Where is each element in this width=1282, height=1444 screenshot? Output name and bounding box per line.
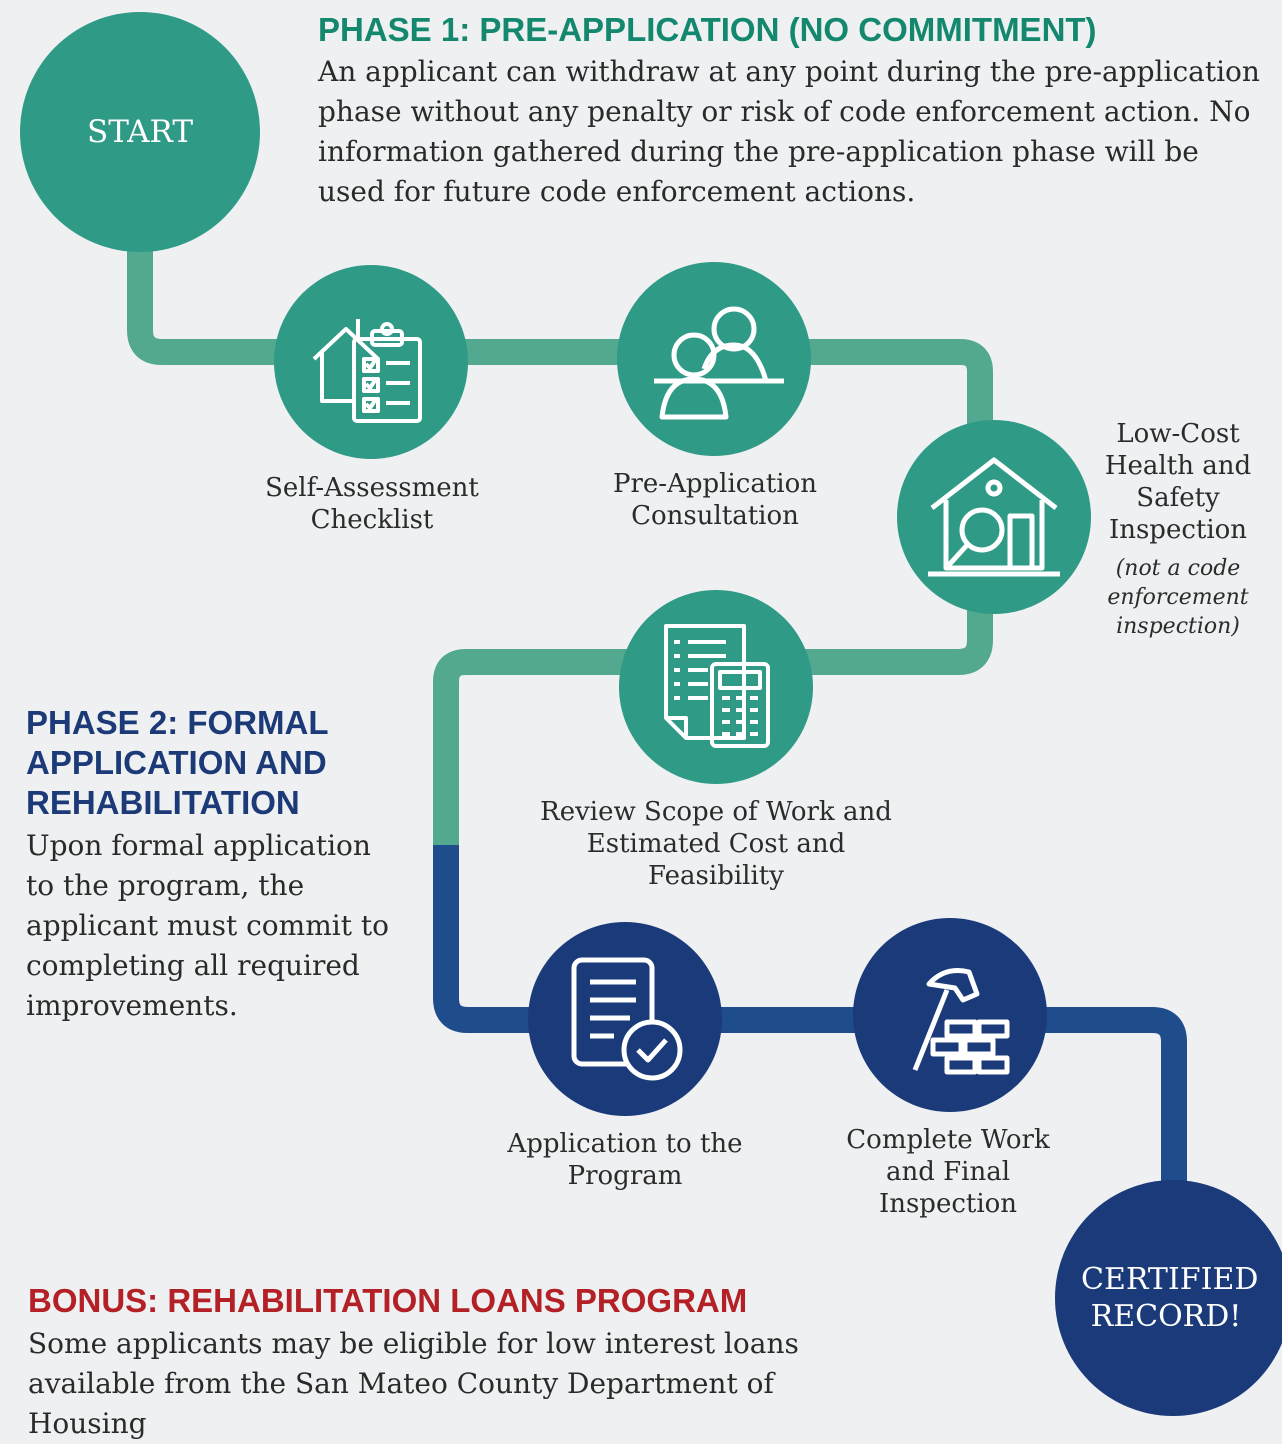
people-icon bbox=[654, 306, 784, 420]
house-magnifier-icon bbox=[928, 457, 1060, 577]
phase1-title: PHASE 1: PRE-APPLICATION (NO COMMITMENT) bbox=[318, 11, 1097, 48]
bonus-body: Some applicants may be eligible for low … bbox=[28, 1327, 799, 1440]
step-self-assessment-label: Self-Assessment Checklist bbox=[265, 473, 479, 535]
step-application-circle bbox=[528, 922, 722, 1116]
step-pre-application-label: Pre-Application Consultation bbox=[612, 469, 817, 531]
bonus-title: BONUS: REHABILITATION LOANS PROGRAM bbox=[28, 1282, 748, 1319]
start-label: START bbox=[86, 113, 194, 150]
phase1-body: An applicant can withdraw at any point d… bbox=[318, 55, 1260, 208]
house-clipboard-icon bbox=[312, 319, 422, 423]
step-complete-circle bbox=[853, 918, 1047, 1112]
step-application-label: Application to the Program bbox=[507, 1129, 743, 1191]
step-inspection-note: (not a code enforcement inspection) bbox=[1107, 556, 1249, 639]
step-complete-label: Complete Work and Final Inspection bbox=[846, 1125, 1050, 1219]
start-circle: START bbox=[20, 12, 260, 252]
step-review-label: Review Scope of Work and Estimated Cost … bbox=[540, 797, 892, 891]
step-review-circle bbox=[619, 590, 813, 784]
step-self-assessment-circle bbox=[274, 265, 468, 459]
document-check-icon bbox=[571, 957, 683, 1081]
end-label: CERTIFIED RECORD! bbox=[1081, 1261, 1259, 1335]
step-inspection-circle bbox=[897, 420, 1091, 614]
path-phase2 bbox=[433, 845, 1187, 1200]
step-inspection-title: Low-Cost Health and Safety Inspection bbox=[1104, 419, 1252, 545]
calculator-document-icon bbox=[664, 624, 770, 748]
end-circle: CERTIFIED RECORD! bbox=[1055, 1180, 1282, 1416]
phase2-title: PHASE 2: FORMAL APPLICATION AND REHABILI… bbox=[26, 704, 328, 821]
phase2-body: Upon formal application to the program, … bbox=[26, 829, 389, 1022]
step-pre-application-circle bbox=[617, 262, 811, 456]
step-inspection-label: Low-Cost Health and Safety Inspection (n… bbox=[1098, 418, 1258, 641]
hammer-bricks-icon bbox=[912, 968, 1010, 1075]
